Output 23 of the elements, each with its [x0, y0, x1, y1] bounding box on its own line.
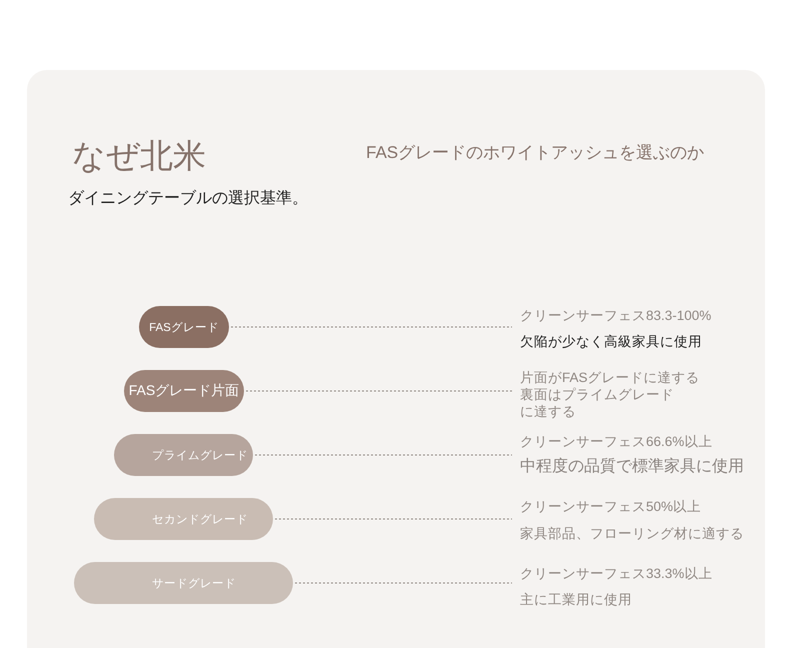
grade-pill: セカンドグレード [94, 498, 273, 540]
connector-line [274, 518, 512, 520]
usage-text: 裏面はプライムグレードに達する [520, 386, 675, 420]
spec-text: クリーンサーフェス66.6%以上 [520, 433, 714, 451]
subheading: FASグレードのホワイトアッシュを選ぶのか [366, 142, 704, 164]
spec-text: 片面がFASグレードに達する [520, 369, 700, 386]
connector-line [254, 454, 512, 456]
grade-pill: プライムグレード [114, 434, 253, 476]
spec-text: クリーンサーフェス83.3-100% [520, 307, 712, 325]
usage-text: 家具部品、フローリング材に適する [520, 525, 744, 543]
usage-text: 欠陥が少なく高級家具に使用 [520, 333, 703, 351]
heading: なぜ北米 [72, 136, 206, 176]
usage-text: 中程度の品質で標準家具に使用 [520, 456, 744, 477]
grade-pill: サードグレード [74, 562, 293, 604]
connector-line [230, 326, 512, 328]
intro-text: ダイニングテーブルの選択基準。 [68, 189, 309, 208]
connector-line [294, 582, 512, 584]
spec-text: クリーンサーフェス33.3%以上 [520, 565, 712, 583]
connector-line [246, 390, 512, 392]
grade-pill: FASグレード [139, 306, 229, 348]
grade-pill: FASグレード片面 [124, 370, 244, 412]
usage-text: 主に工業用に使用 [520, 591, 633, 609]
spec-text: クリーンサーフェス50%以上 [520, 498, 702, 516]
